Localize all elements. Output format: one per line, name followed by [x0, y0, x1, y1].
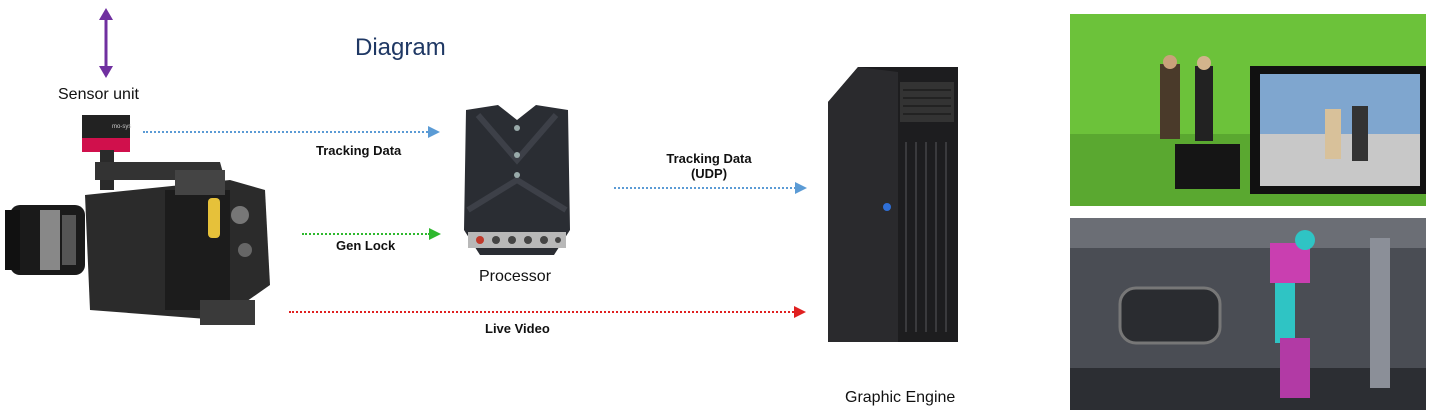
tracking-data-udp-label: Tracking Data (UDP): [654, 151, 764, 181]
live-video-arrowhead: [794, 306, 806, 318]
virtual-scene-render-photo: [1070, 218, 1426, 410]
processor-image: [464, 105, 570, 255]
tracking-data-label: Tracking Data: [316, 143, 402, 158]
processor-label: Processor: [479, 268, 552, 285]
tracking-data-udp-line: [614, 187, 796, 189]
tracking-data-line: [143, 131, 428, 133]
graphic-engine-label: Graphic Engine: [845, 389, 956, 406]
gen-lock-arrowhead: [429, 228, 441, 240]
graphic-engine-workstation-image: [828, 67, 958, 342]
diagram-title: Diagram: [355, 34, 446, 61]
live-video-label: Live Video: [485, 321, 550, 336]
tracking-data-udp-line1: Tracking Data: [666, 151, 752, 166]
green-screen-studio-photo: [1070, 14, 1426, 206]
sensor-brand-text: mo-sys: [112, 124, 131, 130]
broadcast-camera-image: mo-sys: [5, 115, 270, 325]
sensor-unit-label: Sensor unit: [58, 86, 139, 103]
sensor-motion-arrow: [99, 8, 113, 78]
tracking-data-udp-arrowhead: [795, 182, 807, 194]
tracking-data-udp-line2: (UDP): [690, 166, 728, 181]
gen-lock-label: Gen Lock: [336, 238, 396, 253]
tracking-data-arrowhead: [428, 126, 440, 138]
gen-lock-line: [302, 233, 430, 235]
live-video-line: [289, 311, 794, 313]
